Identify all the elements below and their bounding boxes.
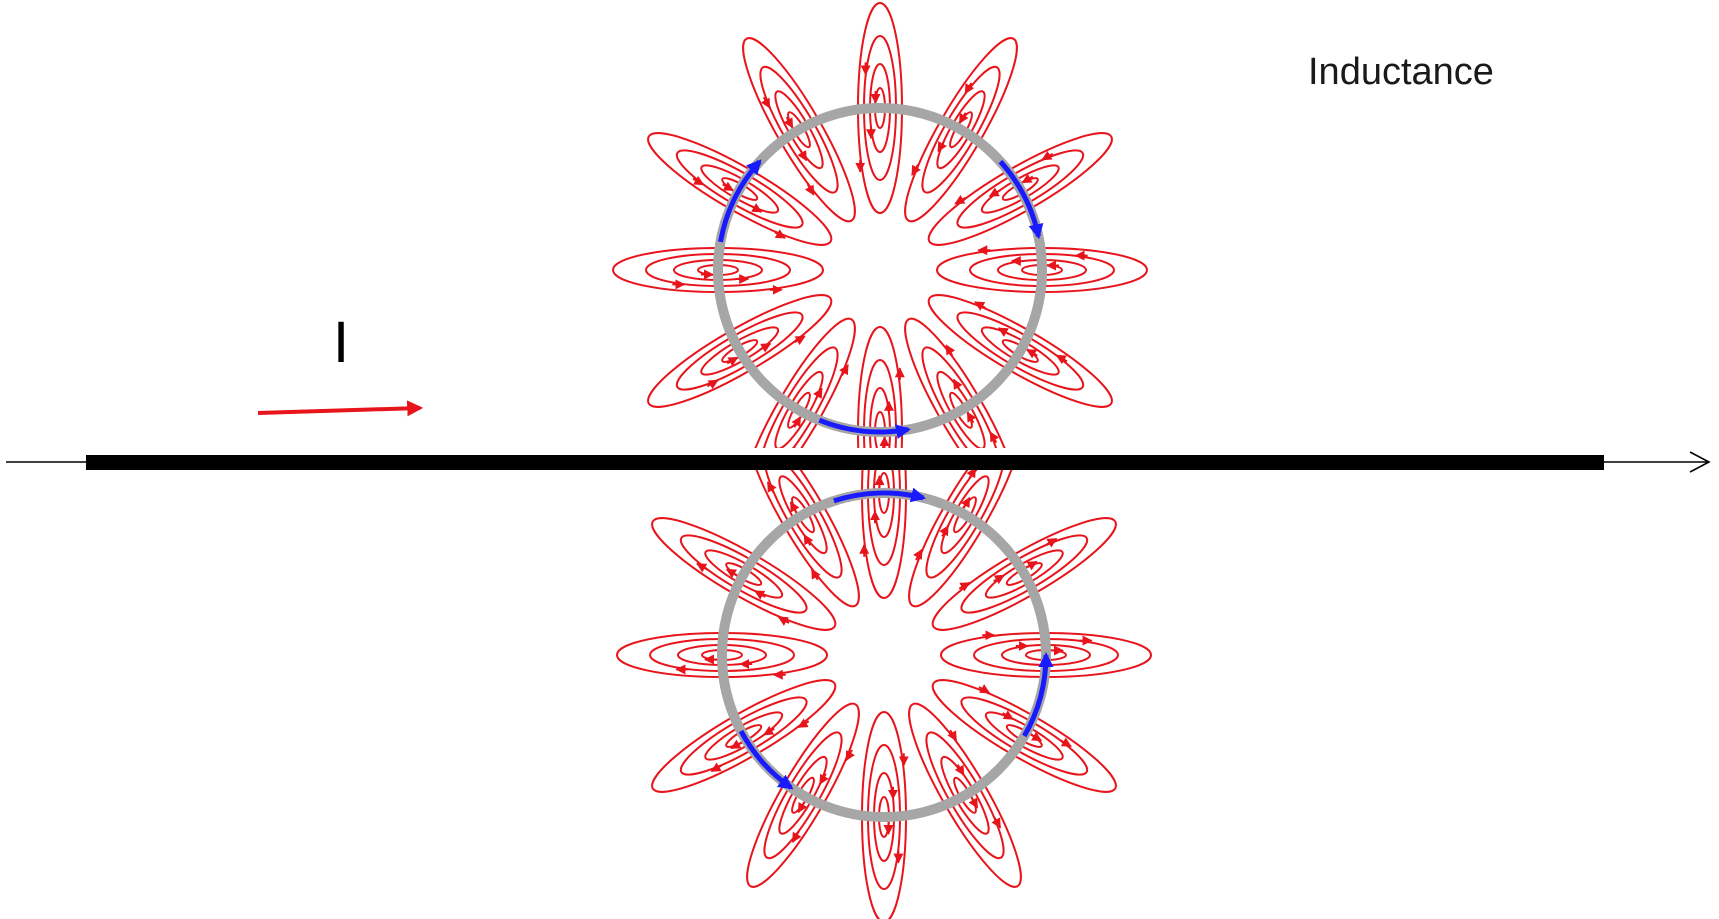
field-direction-arrow bbox=[994, 575, 1004, 581]
field-direction-arrow bbox=[764, 729, 774, 735]
field-direction-arrow bbox=[958, 765, 964, 775]
field-direction-arrow bbox=[964, 498, 970, 508]
field-direction-arrow bbox=[804, 535, 810, 545]
field-direction-arrow bbox=[760, 344, 770, 350]
field-direction-arrow bbox=[1027, 350, 1037, 356]
toroid-ring bbox=[718, 108, 1042, 432]
field-direction-arrow bbox=[990, 190, 1000, 196]
field-direction-arrow bbox=[798, 802, 804, 812]
conductor-wire bbox=[86, 455, 1604, 470]
field-direction-arrow bbox=[954, 380, 960, 390]
current-direction-arrow bbox=[258, 408, 420, 413]
field-direction-arrow bbox=[800, 150, 806, 160]
field-direction-arrow bbox=[960, 113, 966, 123]
field-direction-arrow bbox=[723, 184, 733, 190]
field-direction-arrow bbox=[727, 569, 737, 575]
field-direction-arrow bbox=[1031, 735, 1041, 741]
current-label: I bbox=[333, 310, 349, 375]
diagram-title: Inductance bbox=[1308, 51, 1494, 93]
field-direction-arrow bbox=[794, 417, 800, 427]
